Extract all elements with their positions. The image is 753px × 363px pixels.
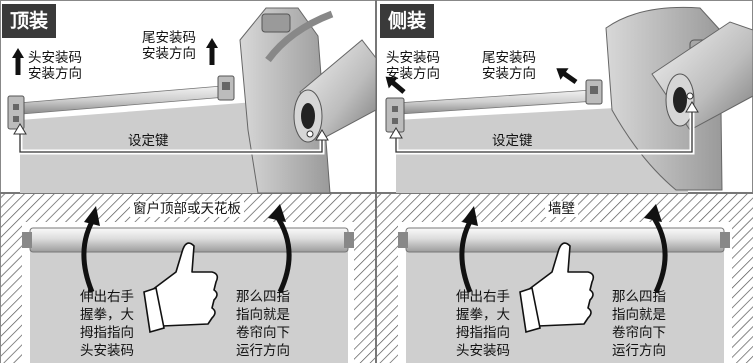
tail-label-side-line-1: 尾安装码 [482,50,536,66]
explanation-line: 那么四指 [612,289,666,305]
tail-label-line-1: 尾安装码 [142,30,196,46]
direction-explanation: 那么四指 指向就是 卷帘向下 运行方向 [228,288,298,360]
head-bracket-label: 头安装码 安装方向 [28,50,82,82]
ceiling-label: 窗户顶部或天花板 [130,201,244,217]
tail-bracket-label: 尾安装码 安装方向 [142,30,196,62]
explanation-line: 运行方向 [612,343,666,359]
explanation-line: 卷帘向下 [236,325,290,341]
tail-bracket-label-side: 尾安装码 安装方向 [482,50,536,82]
set-key-label: 设定键 [128,133,169,149]
set-key-label-side: 设定键 [492,133,533,149]
head-label-line-2: 安装方向 [28,66,82,82]
instruction-line: 拇指指向 [80,325,134,341]
head-bracket-label-side: 头安装码 安装方向 [386,50,440,82]
instruction-line: 握拳，大 [80,307,134,323]
instruction-line: 伸出右手 [456,289,510,305]
top-mount-tag: 顶装 [2,4,57,38]
top-mount-illustration [7,7,377,194]
instruction-line: 头安装码 [456,343,510,359]
head-label-side-line-1: 头安装码 [386,50,440,66]
right-hand-instruction-wall: 伸出右手 握拳，大 拇指指向 头安装码 [448,288,518,360]
head-label-line-1: 头安装码 [28,50,82,66]
explanation-line: 卷帘向下 [612,325,666,341]
instruction-line: 握拳，大 [456,307,510,323]
tail-label-line-2: 安装方向 [142,46,196,62]
tail-label-side-line-2: 安装方向 [482,66,536,82]
wall-mount-rule [377,194,753,363]
head-label-side-line-2: 安装方向 [386,66,440,82]
direction-explanation-wall: 那么四指 指向就是 卷帘向下 运行方向 [604,288,674,360]
explanation-line: 指向就是 [612,307,666,323]
instruction-line: 拇指指向 [456,325,510,341]
wall-label: 墙壁 [545,201,578,217]
explanation-line: 指向就是 [236,307,290,323]
ceiling-mount-rule [1,194,375,363]
instruction-line: 伸出右手 [80,289,134,305]
right-hand-instruction: 伸出右手 握拳，大 拇指指向 头安装码 [72,288,142,360]
instruction-line: 头安装码 [80,343,134,359]
explanation-line: 运行方向 [236,343,290,359]
explanation-line: 那么四指 [236,289,290,305]
side-mount-tag: 侧装 [380,4,435,38]
side-mount-illustration [385,6,753,193]
